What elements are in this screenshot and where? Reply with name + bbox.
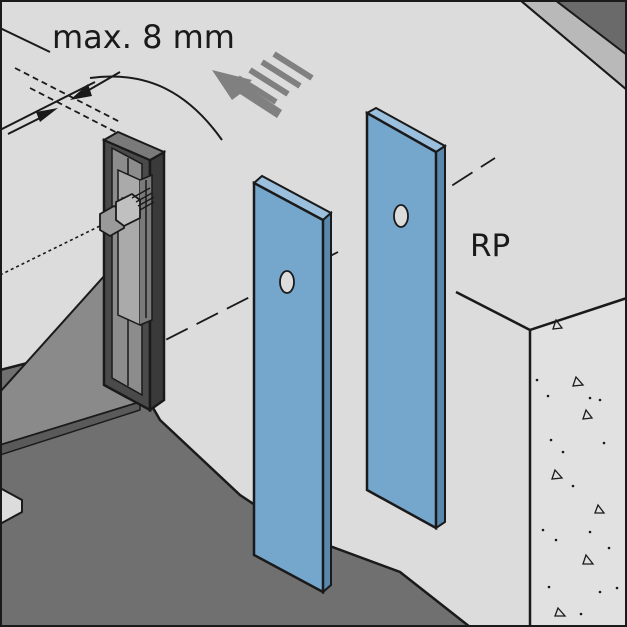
- upper-right-structure: [518, 0, 627, 92]
- dimension-label: max. 8 mm: [52, 18, 235, 56]
- corner-block: [553, 0, 627, 57]
- plate-2-side: [435, 144, 446, 530]
- surface-curve: [89, 75, 223, 141]
- bolt-nut: [115, 192, 141, 228]
- ceiling-line-2: [0, 81, 96, 131]
- arrow-head: [212, 70, 282, 118]
- packing-plate-1: [252, 174, 333, 595]
- floor-surface: [0, 350, 470, 627]
- plate-1-hole: [279, 270, 295, 294]
- slot-plate: [117, 168, 141, 327]
- hex-bolt-icon: [99, 187, 155, 238]
- part-label: RP: [470, 228, 510, 264]
- bolt-thread: [131, 187, 155, 211]
- plate-2-face: [365, 110, 438, 531]
- ceiling-line-1: [0, 27, 51, 53]
- rail-top: [101, 130, 167, 162]
- dimension-marker: max. 8 mm: [7, 18, 235, 143]
- concrete-column: [455, 245, 627, 627]
- dimension-arrow-line-2: [7, 115, 45, 135]
- dimension-arrowhead-1: [70, 84, 92, 100]
- contour-lines: [0, 27, 223, 141]
- packing-plate-2: [364, 106, 447, 531]
- top-edge-line: [519, 0, 627, 91]
- floor-step: [0, 486, 23, 526]
- bracket-arm-edge: [0, 400, 141, 456]
- concrete-dots: [535, 378, 619, 616]
- dimension-arrowhead-2: [36, 108, 58, 122]
- hatched-arrow-icon: [212, 51, 314, 118]
- concrete-aggregate: [551, 318, 606, 617]
- column-top: [456, 245, 627, 330]
- bolt-axis: [0, 221, 109, 276]
- column-face: [528, 296, 627, 627]
- plate-2-hole: [393, 204, 409, 228]
- plate-1-face: [252, 180, 325, 595]
